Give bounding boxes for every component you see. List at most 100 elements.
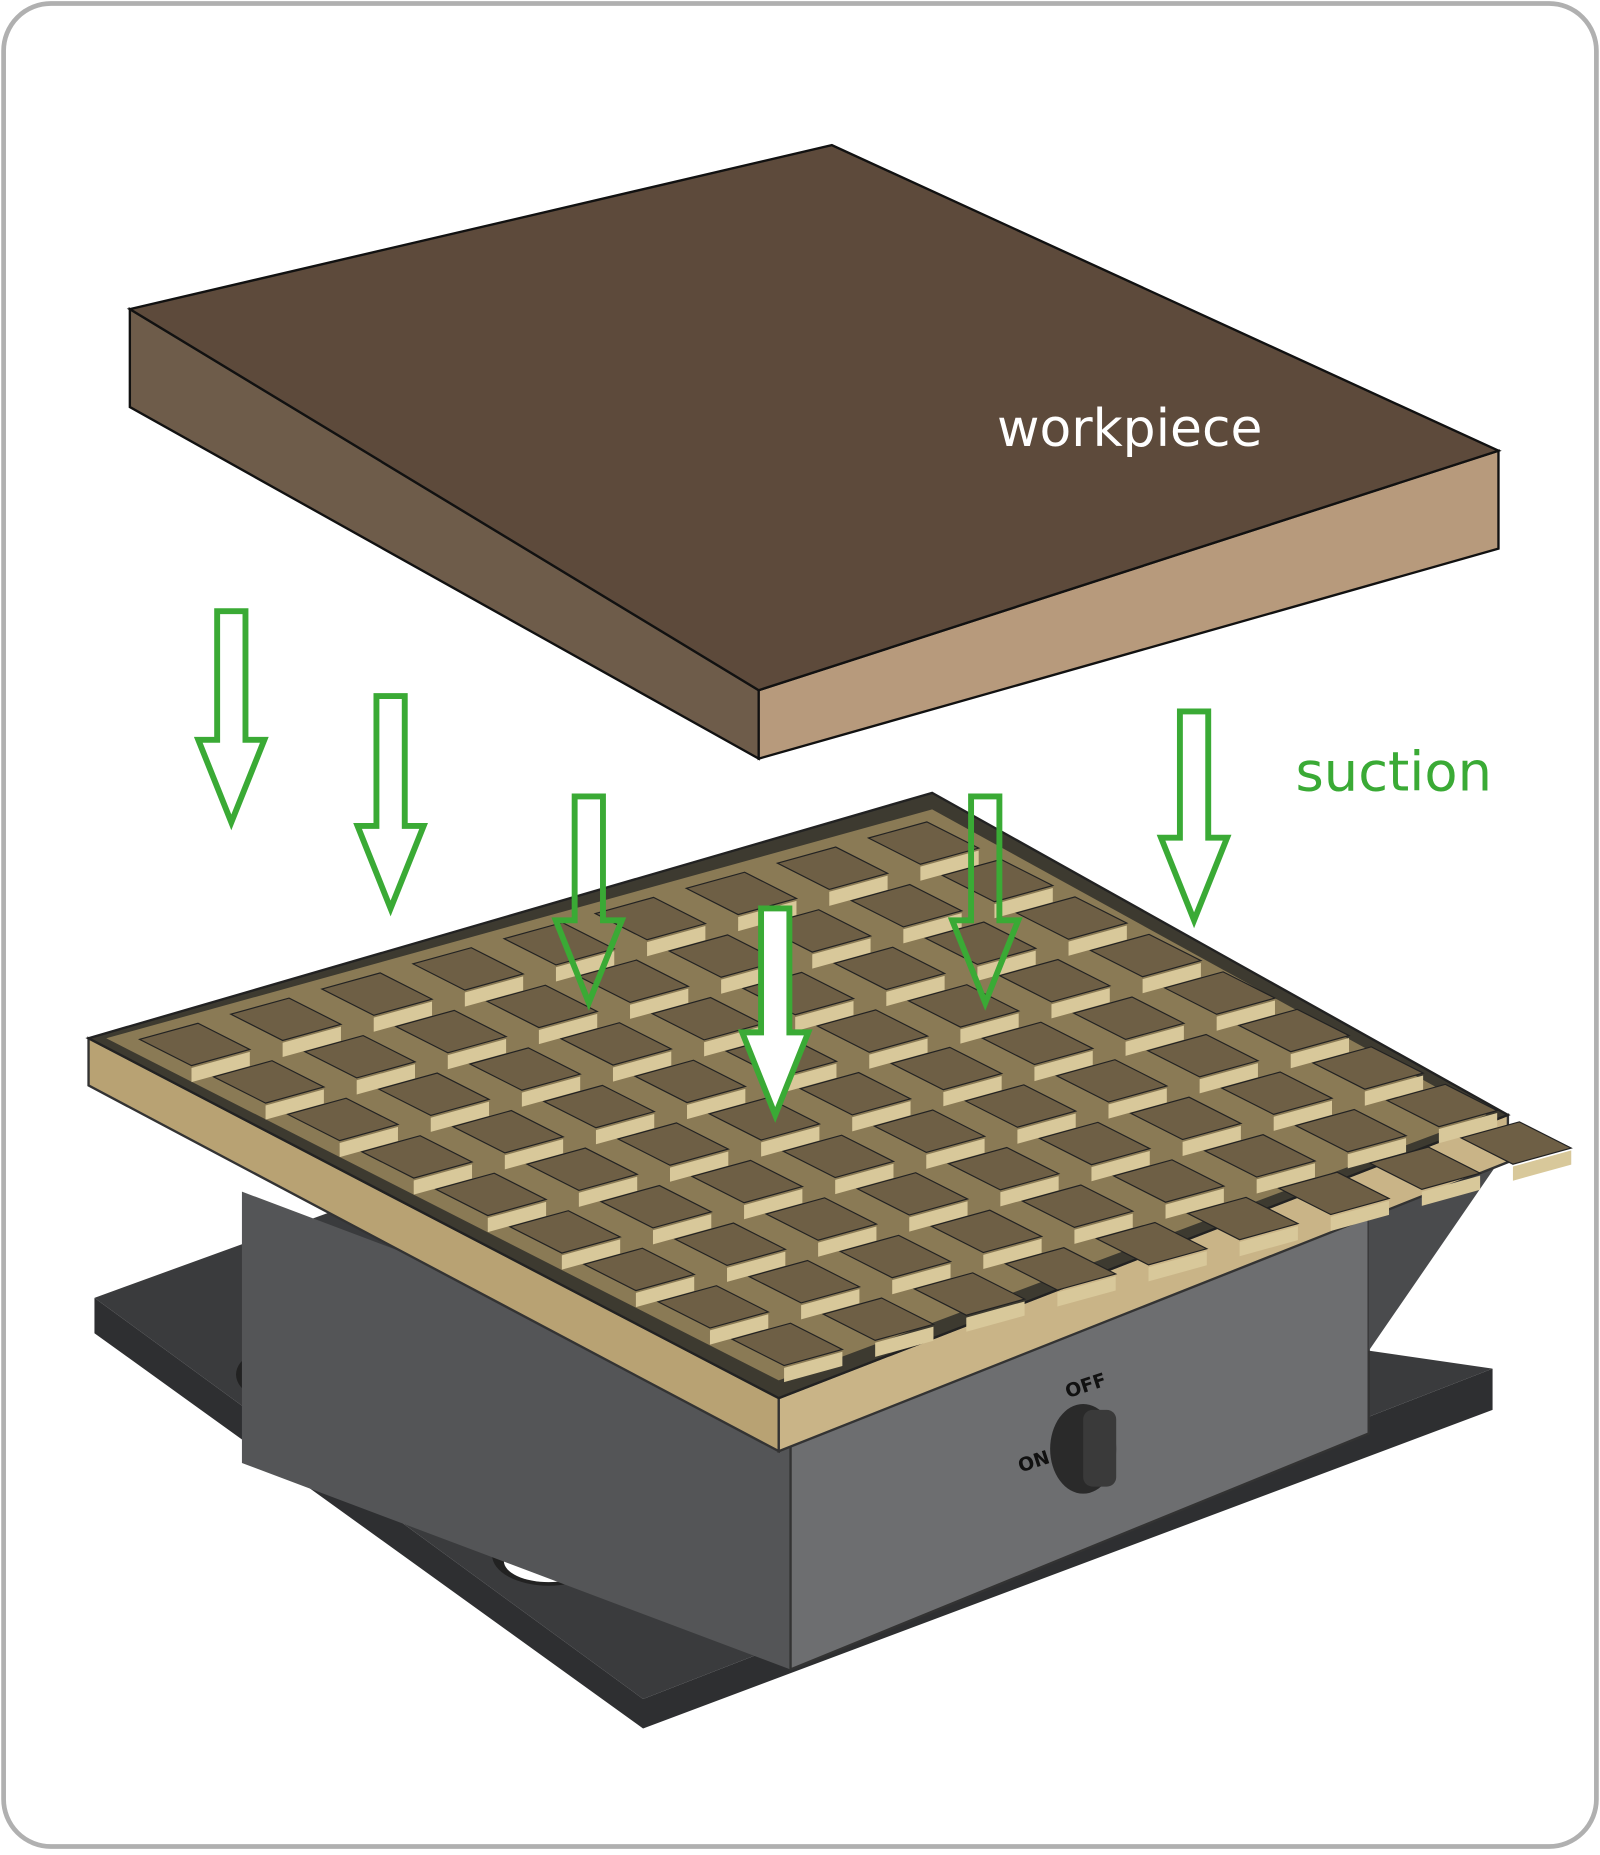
suction-pad xyxy=(1368,1146,1482,1190)
suction-pad xyxy=(1294,1108,1408,1153)
pad-side xyxy=(1074,1213,1133,1244)
pad-side xyxy=(413,1164,473,1195)
suction-pad xyxy=(303,1034,417,1079)
suction-pad xyxy=(451,1109,565,1154)
pad-side xyxy=(1182,1125,1241,1157)
pad-side xyxy=(784,1351,843,1383)
pad-side xyxy=(795,1000,854,1032)
suction-pad xyxy=(775,846,890,891)
pad-side xyxy=(339,1126,398,1158)
suction-pad xyxy=(1311,1046,1425,1090)
pad-side xyxy=(1330,1200,1390,1232)
pad-side xyxy=(818,1226,877,1257)
suction-pad xyxy=(673,1222,787,1267)
pad-side xyxy=(744,1188,803,1220)
suction-pad xyxy=(377,1072,491,1117)
suction-pad xyxy=(866,821,981,865)
pad-side xyxy=(612,1051,672,1082)
suction-pad xyxy=(1055,1059,1169,1103)
suction-pad xyxy=(525,1147,639,1192)
pad-side xyxy=(1438,1112,1498,1144)
suction-pad xyxy=(434,1172,548,1217)
suction-pad xyxy=(872,1109,987,1154)
suction-pad xyxy=(1003,1247,1118,1291)
pad-side xyxy=(1273,1100,1332,1131)
suction-pad xyxy=(286,1097,400,1142)
workpiece[interactable]: workpiece xyxy=(126,143,1502,761)
suction-pad xyxy=(138,1022,252,1067)
pad-side xyxy=(852,1101,911,1132)
pad-side xyxy=(1034,1050,1093,1082)
pad-side xyxy=(761,1126,820,1157)
suction-pad xyxy=(1089,933,1203,978)
pad-side xyxy=(886,975,945,1007)
pad-side xyxy=(647,926,706,957)
pad-side xyxy=(265,1089,324,1120)
suction-pad xyxy=(980,1021,1095,1066)
suction-pad xyxy=(707,1097,822,1141)
suction-pad xyxy=(1129,1096,1243,1141)
pad-side xyxy=(670,1151,729,1182)
suction-pad xyxy=(684,871,799,916)
down-arrow-icon xyxy=(353,693,428,917)
pad-side xyxy=(1239,1225,1298,1257)
suction-pad xyxy=(1037,1121,1152,1166)
down-arrow-icon xyxy=(947,793,1023,1011)
suction-pad xyxy=(821,1297,936,1342)
pad-side xyxy=(1216,1000,1275,1031)
pad-side xyxy=(1125,1025,1184,1056)
pad-side xyxy=(1051,988,1110,1019)
pad-side xyxy=(869,1038,928,1069)
suction-pad xyxy=(656,1285,770,1329)
suction-pad xyxy=(542,1084,656,1129)
suction-pad xyxy=(1112,1159,1226,1203)
suction-pad xyxy=(212,1060,326,1104)
suction-pad xyxy=(1072,996,1186,1041)
suction-pad xyxy=(747,1259,862,1304)
suction-pad xyxy=(838,1234,953,1279)
pad-side xyxy=(538,1013,598,1045)
pad-side xyxy=(903,913,962,944)
suction-pad xyxy=(485,984,599,1029)
pad-side xyxy=(960,1013,1019,1044)
pad-side xyxy=(635,1276,695,1308)
pad-side xyxy=(920,850,979,881)
pad-side xyxy=(1256,1163,1315,1194)
pad-side xyxy=(943,1075,1002,1107)
suction-pad xyxy=(998,958,1112,1003)
suction-pad xyxy=(633,1059,747,1104)
pad-side xyxy=(1108,1088,1167,1119)
down-arrow-icon xyxy=(551,793,627,1011)
pad-side xyxy=(1142,962,1201,994)
suction-pad xyxy=(599,1184,713,1229)
suction-pad xyxy=(1163,971,1277,1015)
suction-pad xyxy=(832,946,947,991)
suction-pad xyxy=(360,1135,474,1179)
down-arrow-icon xyxy=(1156,708,1232,929)
on-off-switch[interactable] xyxy=(1050,1404,1117,1494)
pad-side xyxy=(966,1301,1025,1332)
pad-side xyxy=(464,976,524,1007)
suction-pad xyxy=(320,972,434,1016)
pad-side xyxy=(1165,1188,1224,1219)
pad-side xyxy=(652,1214,712,1245)
suction-pad xyxy=(1385,1083,1499,1128)
pad-side xyxy=(373,1001,433,1032)
suction-pad xyxy=(1186,1196,1300,1241)
pad-side xyxy=(504,1139,564,1170)
pad-side xyxy=(447,1039,507,1070)
pad-side xyxy=(356,1064,415,1095)
pad-side xyxy=(1057,1276,1116,1307)
suction-pad xyxy=(508,1210,622,1254)
pad-side xyxy=(709,1314,769,1345)
down-arrow-icon xyxy=(737,905,813,1123)
suction-pad xyxy=(1146,1033,1260,1078)
suction-label: suction xyxy=(1296,740,1492,803)
suction-pad xyxy=(559,1022,673,1066)
suction-pad xyxy=(1095,1221,1209,1266)
suction-pad xyxy=(616,1122,730,1166)
suction-pad xyxy=(229,997,343,1042)
suction-pad xyxy=(576,959,690,1004)
pad-side xyxy=(1091,1150,1150,1182)
